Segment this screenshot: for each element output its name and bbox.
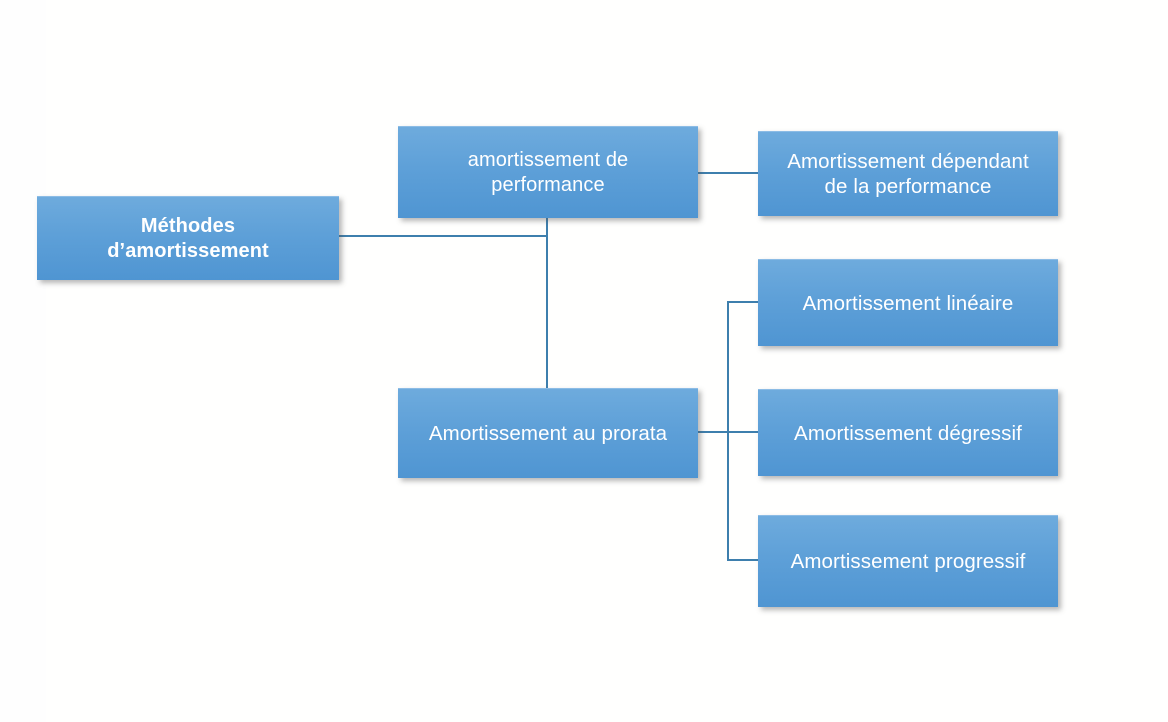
node-label: Amortissement linéaire (802, 291, 1014, 315)
connector-spine-to-lineaire (727, 301, 759, 303)
node-methodes-amortissement[interactable]: Méthodes d’amortissement (37, 196, 339, 280)
node-amortissement-degressif[interactable]: Amortissement dégressif (758, 389, 1058, 476)
connector-right-spine-vertical (727, 301, 729, 560)
node-label: Méthodes d’amortissement (107, 215, 269, 262)
node-amortissement-progressif[interactable]: Amortissement progressif (758, 515, 1058, 607)
node-label: Amortissement dégressif (794, 421, 1022, 445)
connector-root-to-trunk (339, 235, 548, 237)
node-label: amortissement de performance (467, 149, 629, 196)
node-label: Amortissement progressif (790, 550, 1026, 573)
node-amortissement-dependant-de-la-performance[interactable]: Amortissement dépendant de la performanc… (758, 131, 1058, 216)
slide-background-left-band (0, 0, 46, 722)
connector-spine-to-progressif (727, 559, 759, 561)
node-label: Amortissement au prorata (428, 422, 668, 445)
connector-trunk-vertical (546, 218, 548, 389)
node-label: Amortissement dépendant de la performanc… (787, 150, 1029, 198)
node-amortissement-de-performance[interactable]: amortissement de performance (398, 126, 698, 218)
slide-background (46, 0, 1168, 722)
node-amortissement-au-prorata[interactable]: Amortissement au prorata (398, 388, 698, 478)
connector-spine-to-degressif (727, 431, 759, 433)
node-amortissement-lineaire[interactable]: Amortissement linéaire (758, 259, 1058, 346)
connector-performance-to-dependant (698, 172, 759, 174)
